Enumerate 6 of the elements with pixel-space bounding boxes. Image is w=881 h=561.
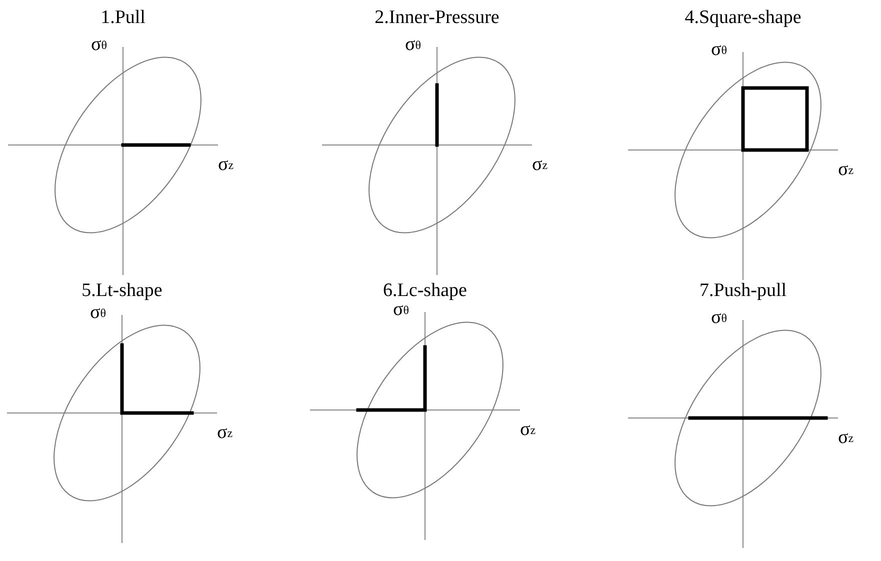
- panel-title: 5.Lt-shape: [82, 281, 162, 300]
- panel-title: 2.Inner-Pressure: [374, 8, 500, 27]
- panel-title: 4.Square-shape: [684, 8, 802, 27]
- panel-title: 7.Push-pull: [699, 281, 787, 300]
- panel-title: 1.Pull: [100, 8, 146, 27]
- panel-title: 6.Lc-shape: [383, 281, 467, 300]
